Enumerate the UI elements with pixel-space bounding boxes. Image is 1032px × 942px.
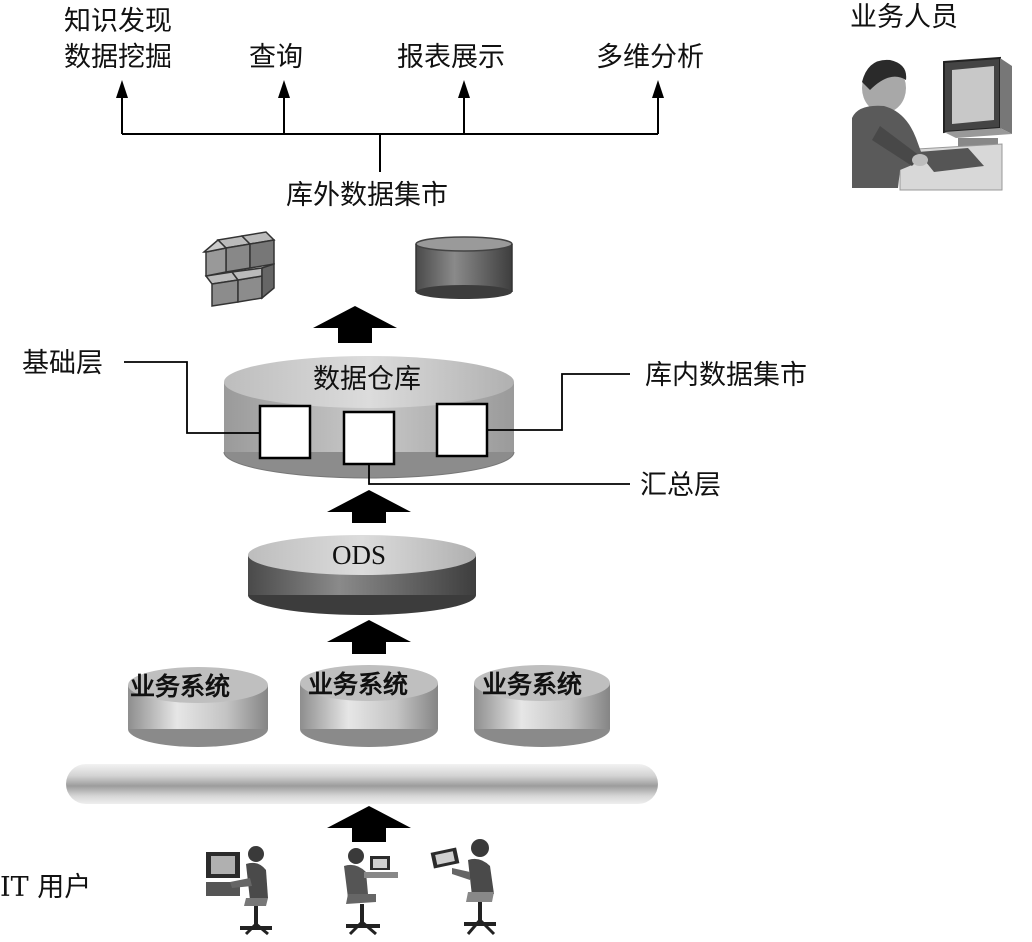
business-user-icon	[852, 56, 1012, 191]
business-system-2-label: 业务系统	[308, 670, 408, 699]
external-mart-label: 库外数据集市	[286, 180, 448, 211]
output-report: 报表展示	[397, 42, 505, 73]
summary-layer-label: 汇总层	[640, 470, 721, 501]
database-icon	[415, 236, 513, 299]
output-data-mining: 数据挖掘	[64, 42, 172, 73]
it-user-icon	[344, 848, 398, 936]
business-system-1-label: 业务系统	[130, 672, 230, 701]
olap-cube-icon	[201, 231, 276, 307]
internal-mart-box	[435, 402, 489, 458]
data-warehouse-title: 数据仓库	[313, 364, 421, 395]
ods-cylinder	[248, 535, 476, 615]
network-bus	[66, 764, 658, 804]
output-olap: 多维分析	[596, 42, 704, 73]
it-users-label: IT 用户	[0, 872, 91, 903]
business-system-3-label: 业务系统	[482, 670, 582, 699]
output-query: 查询	[249, 42, 303, 73]
business-user-label: 业务人员	[850, 2, 958, 33]
base-layer-label: 基础层	[22, 348, 103, 379]
ods-label: ODS	[332, 540, 386, 570]
output-arrowheads	[116, 80, 664, 98]
output-tree	[121, 90, 659, 172]
flow-arrows	[313, 306, 411, 842]
arrow-users-to-bus	[327, 806, 411, 842]
warehouse-callout-lines	[124, 361, 630, 485]
summary-layer-box	[342, 410, 396, 466]
it-user-icon	[430, 839, 496, 936]
business-system-1	[128, 667, 268, 747]
arrow-ods-to-warehouse	[327, 490, 411, 523]
business-system-3	[474, 665, 610, 747]
arrow-systems-to-ods	[327, 620, 411, 654]
business-system-2	[300, 665, 438, 747]
warehouse-boxes	[258, 402, 489, 466]
output-knowledge-discovery: 知识发现	[64, 6, 172, 37]
it-user-icon	[206, 846, 272, 936]
arrow-warehouse-to-marts	[313, 306, 397, 343]
internal-mart-label: 库内数据集市	[645, 360, 807, 391]
base-layer-box	[258, 404, 312, 460]
